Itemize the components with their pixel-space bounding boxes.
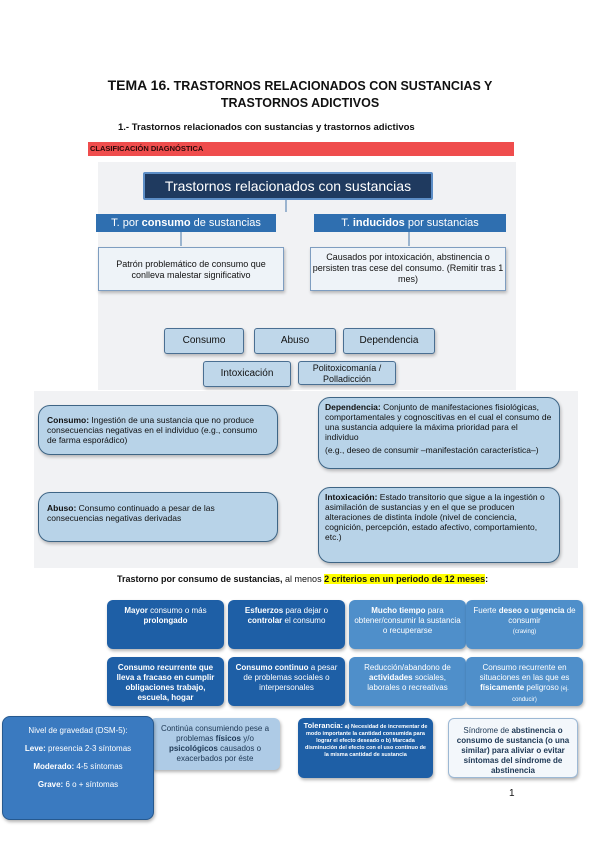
classification-label: CLASIFICACIÓN DIAGNÓSTICA <box>90 144 204 153</box>
induced-disorder-header: T. inducidos por sustancias <box>314 214 506 232</box>
title-prefix: TEMA 16. <box>107 77 171 93</box>
term-dependencia: Dependencia <box>343 328 435 354</box>
criteria-intro: Trastorno por consumo de sustancias, al … <box>117 574 489 584</box>
diagram-main-node: Trastornos relacionados con sustancias <box>143 172 433 200</box>
consumption-disorder-description: Patrón problemático de consumo que conll… <box>98 247 284 291</box>
term-intoxicacion: Intoxicación <box>203 361 291 387</box>
severity-levels-box: Nivel de gravedad (DSM-5): Leve: presenc… <box>2 716 154 820</box>
criterion-abstinencia: Síndrome de abstinencia o consumo de sus… <box>448 718 578 778</box>
criterion-mayor-consumo: Mayor consumo o más prolongado <box>107 600 224 649</box>
classification-bar: CLASIFICACIÓN DIAGNÓSTICA <box>88 142 514 156</box>
severity-title: Nivel de gravedad (DSM-5): <box>28 726 128 735</box>
connector-line <box>180 232 182 246</box>
criterion-esfuerzos-control: Esfuerzos para dejar o controlar el cons… <box>228 600 345 649</box>
definition-consumo: Consumo: Ingestión de una sustancia que … <box>38 405 278 455</box>
criterion-fracaso-obligaciones: Consumo recurrente que lleva a fracaso e… <box>107 657 224 706</box>
definition-intoxicacion: Intoxicación: Estado transitorio que sig… <box>318 487 560 563</box>
term-politoxicomania: Politoxicomanía / Polladicción <box>298 361 396 385</box>
page-title-line-2: TRASTORNOS ADICTIVOS <box>220 96 380 110</box>
connector-line <box>285 198 287 212</box>
term-abuso: Abuso <box>254 328 336 354</box>
page-number: 1 <box>509 788 515 799</box>
definition-abuso: Abuso: Consumo continuado a pesar de las… <box>38 492 278 542</box>
dependencia-example: (e.g., deseo de consumir –manifestación … <box>325 445 539 455</box>
criterion-consumo-continuo: Consumo continuo a pesar de problemas so… <box>228 657 345 706</box>
consumption-disorder-header: T. por consumo de sustancias <box>96 214 276 232</box>
severity-leve: Leve: presencia 2-3 síntomas <box>24 744 132 753</box>
criterion-situaciones-peligrosas: Consumo recurrente en situaciones en las… <box>466 657 583 706</box>
severity-grave: Grave: 6 o + síntomas <box>37 780 119 789</box>
term-consumo: Consumo <box>164 328 244 354</box>
criterion-craving: Fuerte deseo o urgencia de consumir(crav… <box>466 600 583 649</box>
criterion-tolerancia: Tolerancia: a) Necesidad de incrementar … <box>298 718 433 778</box>
induced-disorder-description: Causados por intoxicación, abstinencia o… <box>310 247 506 291</box>
criterion-reduccion-actividades: Reducción/abandono de actividades social… <box>349 657 466 706</box>
title-line-1: TRASTORNOS RELACIONADOS CON SUSTANCIAS Y <box>170 79 493 93</box>
definition-dependencia: Dependencia: Conjunto de manifestaciones… <box>318 397 560 469</box>
connector-line <box>408 232 410 246</box>
page-title: TEMA 16. TRASTORNOS RELACIONADOS CON SUS… <box>0 76 600 95</box>
criterion-mucho-tiempo: Mucho tiempo para obtener/consumir la su… <box>349 600 466 649</box>
criteria-highlight: 2 criterios en un periodo de 12 meses <box>324 574 486 584</box>
severity-moderado: Moderado: 4-5 síntomas <box>33 762 123 771</box>
section-heading: 1.- Trastornos relacionados con sustanci… <box>118 122 415 133</box>
criterion-problemas-fisicos: Continúa consumiendo pese a problemas fí… <box>150 718 280 770</box>
